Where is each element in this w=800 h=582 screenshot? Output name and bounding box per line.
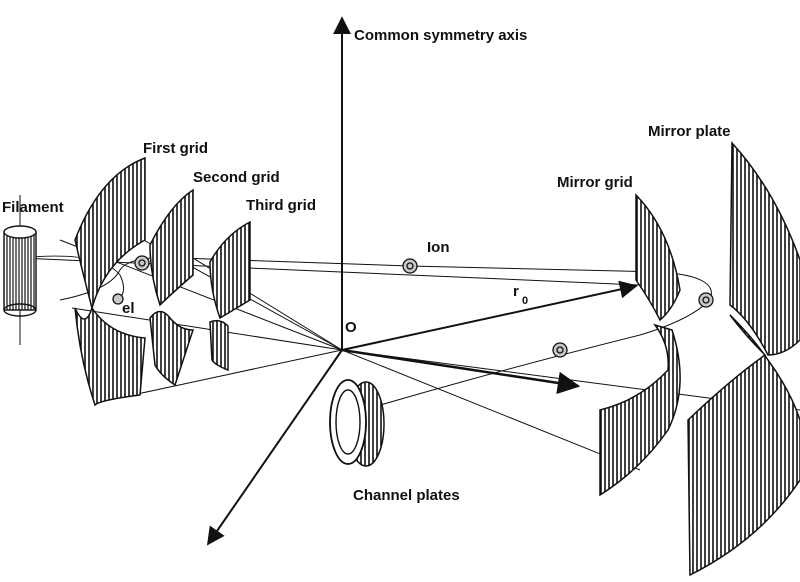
filament (3, 195, 37, 345)
mirror-grid (599, 193, 681, 497)
channel-plates (329, 379, 385, 467)
r0-arrow (341, 280, 638, 351)
electron-particle (112, 293, 124, 305)
label-mirror-plate: Mirror plate (648, 123, 731, 140)
ion-particle (552, 342, 568, 358)
label-mirror-grid: Mirror grid (557, 174, 633, 191)
second-grid (149, 188, 195, 387)
mirror-plate (687, 141, 800, 577)
label-third-grid: Third grid (246, 197, 316, 214)
particles (112, 255, 714, 358)
ion-particle (698, 292, 714, 308)
first-grid (74, 156, 146, 407)
label-filament: Filament (2, 199, 64, 216)
depth-axis-arrow (206, 349, 343, 546)
label-electron: el (122, 300, 135, 317)
label-first-grid: First grid (143, 140, 208, 157)
label-axis: Common symmetry axis (354, 27, 527, 44)
label-r0: r (513, 283, 519, 300)
electron-trajectory (19, 255, 124, 301)
ion-particle (402, 258, 418, 274)
third-grid (209, 220, 251, 372)
label-origin: O (345, 319, 357, 336)
label-second-grid: Second grid (193, 169, 280, 186)
ion-particle (134, 255, 150, 271)
label-ion: Ion (427, 239, 450, 256)
label-r0-subscript: 0 (522, 295, 528, 307)
horizontal-axis-arrow (341, 348, 581, 395)
label-channel-plates: Channel plates (353, 487, 460, 504)
